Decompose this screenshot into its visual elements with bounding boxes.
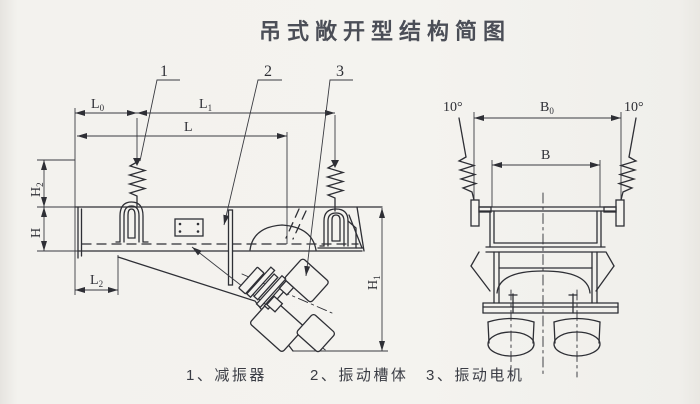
motor-cylinders <box>487 317 601 357</box>
dimension-L: L <box>77 120 287 139</box>
label-H: H <box>29 228 44 238</box>
callout-3-number: 3 <box>336 63 344 80</box>
label-L2: L2 <box>90 273 103 289</box>
bolt-plate <box>174 218 204 237</box>
callout-1-number: 1 <box>160 63 168 80</box>
callout-1: 1 <box>139 63 180 162</box>
dimension-B: B <box>491 148 601 207</box>
legend-num-3: 3、 <box>426 367 455 384</box>
center-lines <box>510 192 578 378</box>
dimension-B0: B0 <box>473 100 622 204</box>
legend-item-motor: 3、振动电机 <box>426 364 524 385</box>
label-B: B <box>541 148 550 163</box>
hanger-cable-right <box>603 117 638 227</box>
legend-label-damper: 减振器 <box>214 367 267 384</box>
spring-icon-end-right <box>616 156 638 201</box>
callout-2-number: 2 <box>264 63 272 80</box>
legend-label-trough: 振动槽体 <box>338 367 409 384</box>
motor-dome-arc <box>249 224 317 251</box>
extension-lines <box>37 108 388 352</box>
spring-icon-right <box>325 160 346 212</box>
base-frame <box>482 293 619 314</box>
hanger-lug-right <box>615 199 625 227</box>
side-view: L0 L1 L L2 H2 H H1 <box>29 63 388 353</box>
angle-label-left: 10° <box>443 100 463 115</box>
spring-icon-left <box>127 158 148 207</box>
dimension-H2: H2 <box>29 160 47 207</box>
legend: 1、减振器 2、振动槽体 3、振动电机 <box>0 364 700 390</box>
page-title: 吊式敞开型结构简图 <box>258 19 511 44</box>
label-L: L <box>184 120 193 135</box>
dimension-L0: L0 <box>75 97 137 116</box>
hanger-bracket-left <box>115 201 149 243</box>
end-view: B0 10° 10° B <box>443 100 644 378</box>
spring-icon-end-left <box>457 156 479 201</box>
hanger-lug-left <box>470 199 480 227</box>
label-L0: L0 <box>91 97 105 113</box>
trough-end <box>470 206 616 304</box>
trough-body-side <box>74 206 383 352</box>
hanger-bracket-right <box>317 208 364 249</box>
legend-num-1: 1、 <box>186 367 215 384</box>
callout-3: 3 <box>304 63 353 277</box>
label-H2: H2 <box>29 182 45 197</box>
label-L1: L1 <box>199 97 212 113</box>
callout-2: 2 <box>223 63 282 226</box>
vibration-motor-side <box>238 258 336 353</box>
dimension-H1: H1 <box>366 208 385 351</box>
label-H1: H1 <box>366 275 382 290</box>
dimension-L2: L2 <box>75 273 118 293</box>
legend-item-damper: 1、减振器 <box>186 364 267 385</box>
dimension-H: H <box>29 207 47 251</box>
dimension-L1: L1 <box>137 97 335 116</box>
legend-label-motor: 振动电机 <box>454 367 525 384</box>
legend-num-2: 2、 <box>310 367 339 384</box>
motor-mount-plate <box>227 209 234 286</box>
legend-item-trough: 2、振动槽体 <box>310 364 408 385</box>
hanger-cable-left <box>457 117 492 227</box>
angle-label-right: 10° <box>624 100 644 115</box>
label-B0: B0 <box>540 100 554 116</box>
